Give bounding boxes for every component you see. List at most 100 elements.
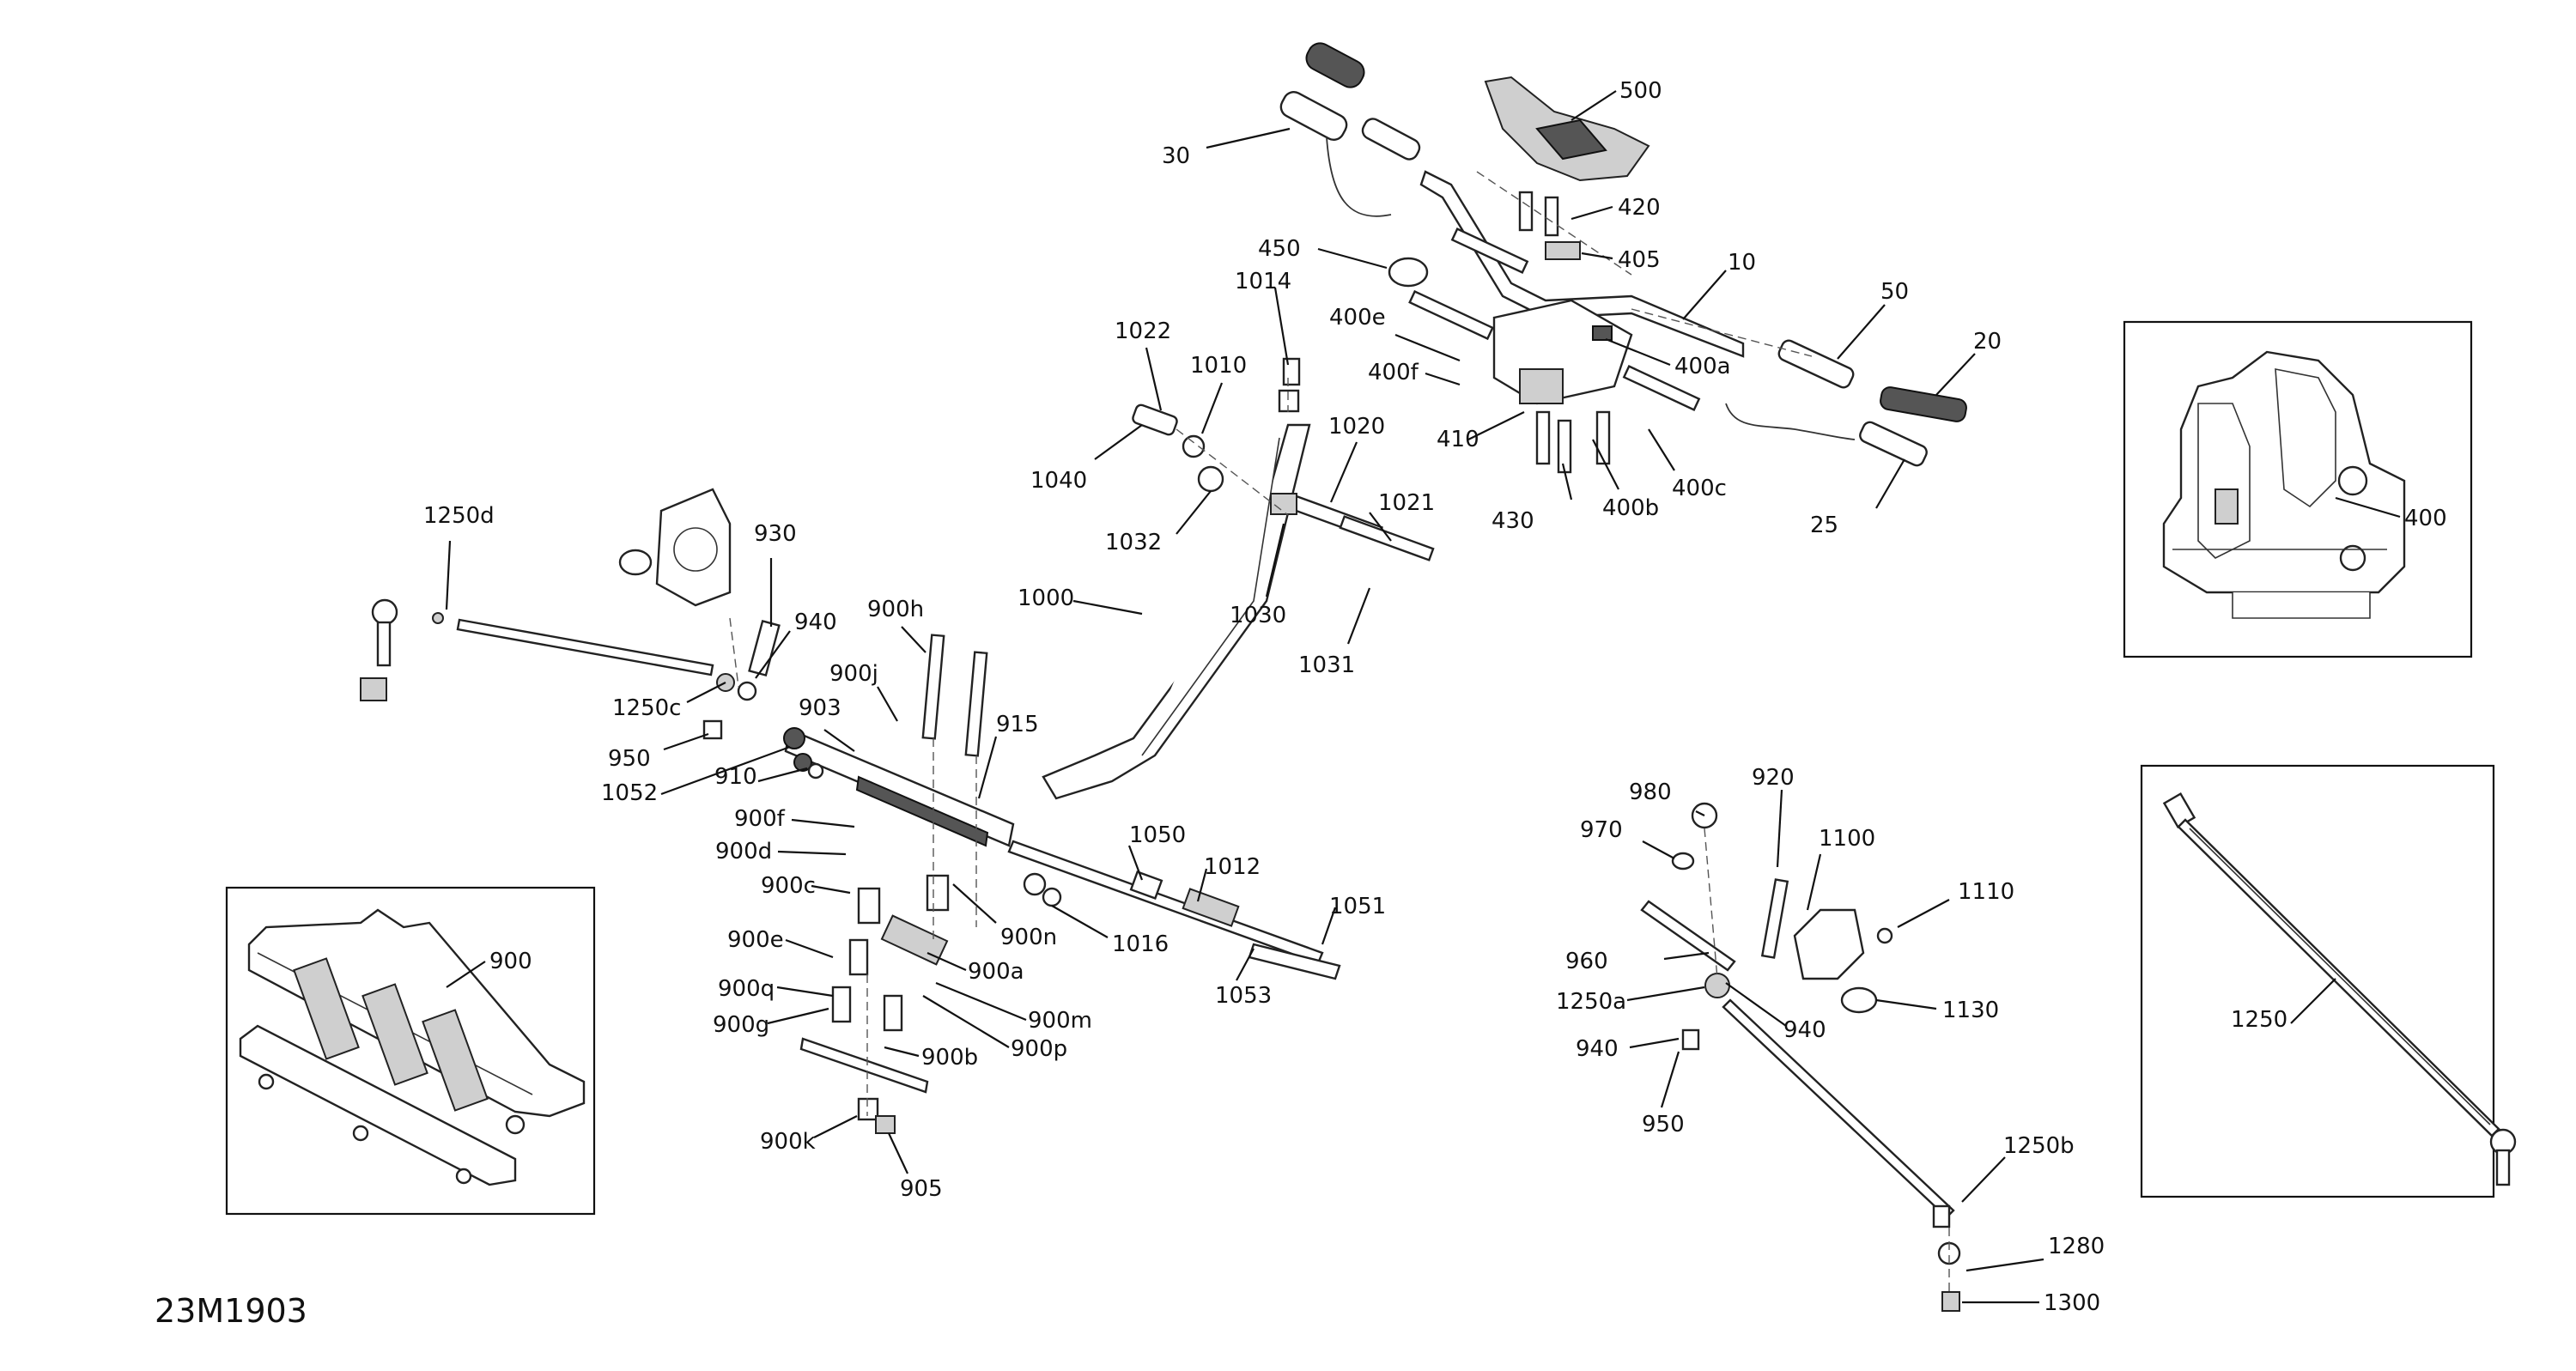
axis-handlebar: [1631, 308, 1813, 357]
callout-1050: 1050: [1129, 822, 1186, 848]
grip-20: [1880, 386, 1967, 422]
callout-910: 910: [714, 764, 757, 790]
callout-900g: 900g: [713, 1012, 769, 1038]
callout-1300: 1300: [2044, 1290, 2100, 1316]
bolt-900j: [964, 651, 988, 757]
axis-980: [1704, 828, 1718, 980]
callout-420: 420: [1618, 195, 1661, 221]
callout-930: 930: [754, 521, 797, 547]
callout-900c: 900c: [761, 873, 816, 899]
steering-column-1000: [1042, 423, 1311, 800]
steering-block-900-illustration: [239, 908, 586, 1186]
washer-1032: [1197, 465, 1224, 493]
callout-900h: 900h: [867, 597, 924, 622]
bracket-400-illustration: [2162, 350, 2406, 619]
tie-rod-1250d: [360, 598, 714, 701]
callout-1014: 1014: [1235, 269, 1291, 294]
bolt-400b: [1595, 410, 1611, 465]
bar-915: [855, 775, 989, 847]
callout-1031: 1031: [1298, 652, 1355, 678]
callout-410: 410: [1437, 427, 1479, 452]
callout-905: 905: [900, 1176, 943, 1202]
cover-pad: [1535, 118, 1607, 161]
callout-900n: 900n: [1000, 925, 1057, 950]
bracket-400-block: [1519, 368, 1564, 404]
callout-900k: 900k: [760, 1129, 816, 1155]
callout-900e: 900e: [727, 927, 784, 953]
callout-450: 450: [1258, 236, 1301, 262]
callout-400f: 400f: [1368, 360, 1419, 385]
callout-1040: 1040: [1030, 468, 1087, 494]
bushing-1014: [1282, 357, 1301, 386]
callout-900d: 900d: [715, 839, 772, 864]
callout-903: 903: [799, 695, 841, 721]
bolt-400f: [1408, 289, 1494, 341]
bolts-420: [1518, 191, 1581, 260]
callout-1280: 1280: [2048, 1234, 2105, 1259]
callout-1022: 1022: [1115, 318, 1171, 344]
sleeve-25: [1859, 421, 1928, 467]
callout-1000: 1000: [1018, 585, 1074, 611]
leader-lines: [445, 90, 2401, 1304]
axis-940: [729, 617, 739, 688]
callout-1130: 1130: [1942, 998, 1999, 1023]
callout-940-lower: 940: [1576, 1036, 1619, 1062]
bolt-400e: [1450, 227, 1529, 274]
callout-1250: 1250: [2231, 1007, 2287, 1033]
callout-25: 25: [1810, 513, 1838, 538]
callout-430: 430: [1492, 508, 1534, 534]
callout-400e: 400e: [1329, 305, 1386, 331]
callout-1030: 1030: [1230, 603, 1286, 628]
callout-950-right: 950: [1642, 1112, 1685, 1137]
callout-1012: 1012: [1204, 854, 1261, 880]
callout-900m: 900m: [1028, 1008, 1092, 1034]
axis-1010: [1176, 428, 1289, 516]
callout-900: 900: [489, 949, 532, 974]
callout-1032: 1032: [1105, 530, 1162, 555]
callout-950-left: 950: [608, 746, 651, 772]
spacer-1040: [1132, 403, 1178, 436]
handlebar-10: [1419, 170, 1745, 358]
bearing-1010: [1182, 434, 1206, 458]
callout-900p: 900p: [1011, 1036, 1067, 1062]
callout-970: 970: [1580, 817, 1623, 843]
callout-980: 980: [1629, 780, 1672, 805]
callout-1250b: 1250b: [2003, 1133, 2075, 1159]
steering-block-900-stack: [799, 874, 950, 1134]
callout-915: 915: [996, 712, 1039, 737]
callout-1016: 1016: [1112, 931, 1169, 957]
callout-400c: 400c: [1672, 476, 1727, 501]
callout-900a: 900a: [968, 959, 1024, 985]
tie-rod-1250a-b: [1722, 998, 1961, 1312]
callout-900b: 900b: [921, 1045, 978, 1071]
bushing-1014b: [1278, 389, 1300, 413]
callout-1110: 1110: [1958, 879, 2014, 905]
callout-1010: 1010: [1190, 353, 1247, 379]
clamp-1030: [1270, 493, 1297, 515]
callout-1250a: 1250a: [1556, 989, 1626, 1015]
callout-940-right: 940: [1783, 1017, 1826, 1043]
callout-400a: 400a: [1674, 354, 1731, 379]
spring-400a: [1592, 325, 1613, 341]
tie-rod-1250-illustration: [2162, 792, 2517, 1186]
callout-500: 500: [1619, 78, 1662, 104]
bolt-1021: [1339, 515, 1435, 561]
callout-400: 400: [2404, 506, 2447, 531]
steering-arm-903: [783, 727, 1015, 847]
wire-25: [1725, 403, 1856, 440]
callout-30: 30: [1162, 143, 1190, 169]
callout-10: 10: [1728, 250, 1756, 276]
callout-1052: 1052: [601, 780, 658, 806]
callout-1021: 1021: [1378, 490, 1435, 516]
bolt-410: [1535, 410, 1551, 465]
callout-900f: 900f: [734, 806, 786, 832]
washer-450: [1388, 257, 1429, 288]
bolt-900h: [921, 634, 945, 740]
callout-1051: 1051: [1329, 894, 1386, 919]
callout-900j: 900j: [829, 661, 878, 687]
callout-1250d: 1250d: [423, 503, 495, 529]
callout-940-left: 940: [794, 610, 837, 635]
callout-20: 20: [1973, 329, 2002, 355]
